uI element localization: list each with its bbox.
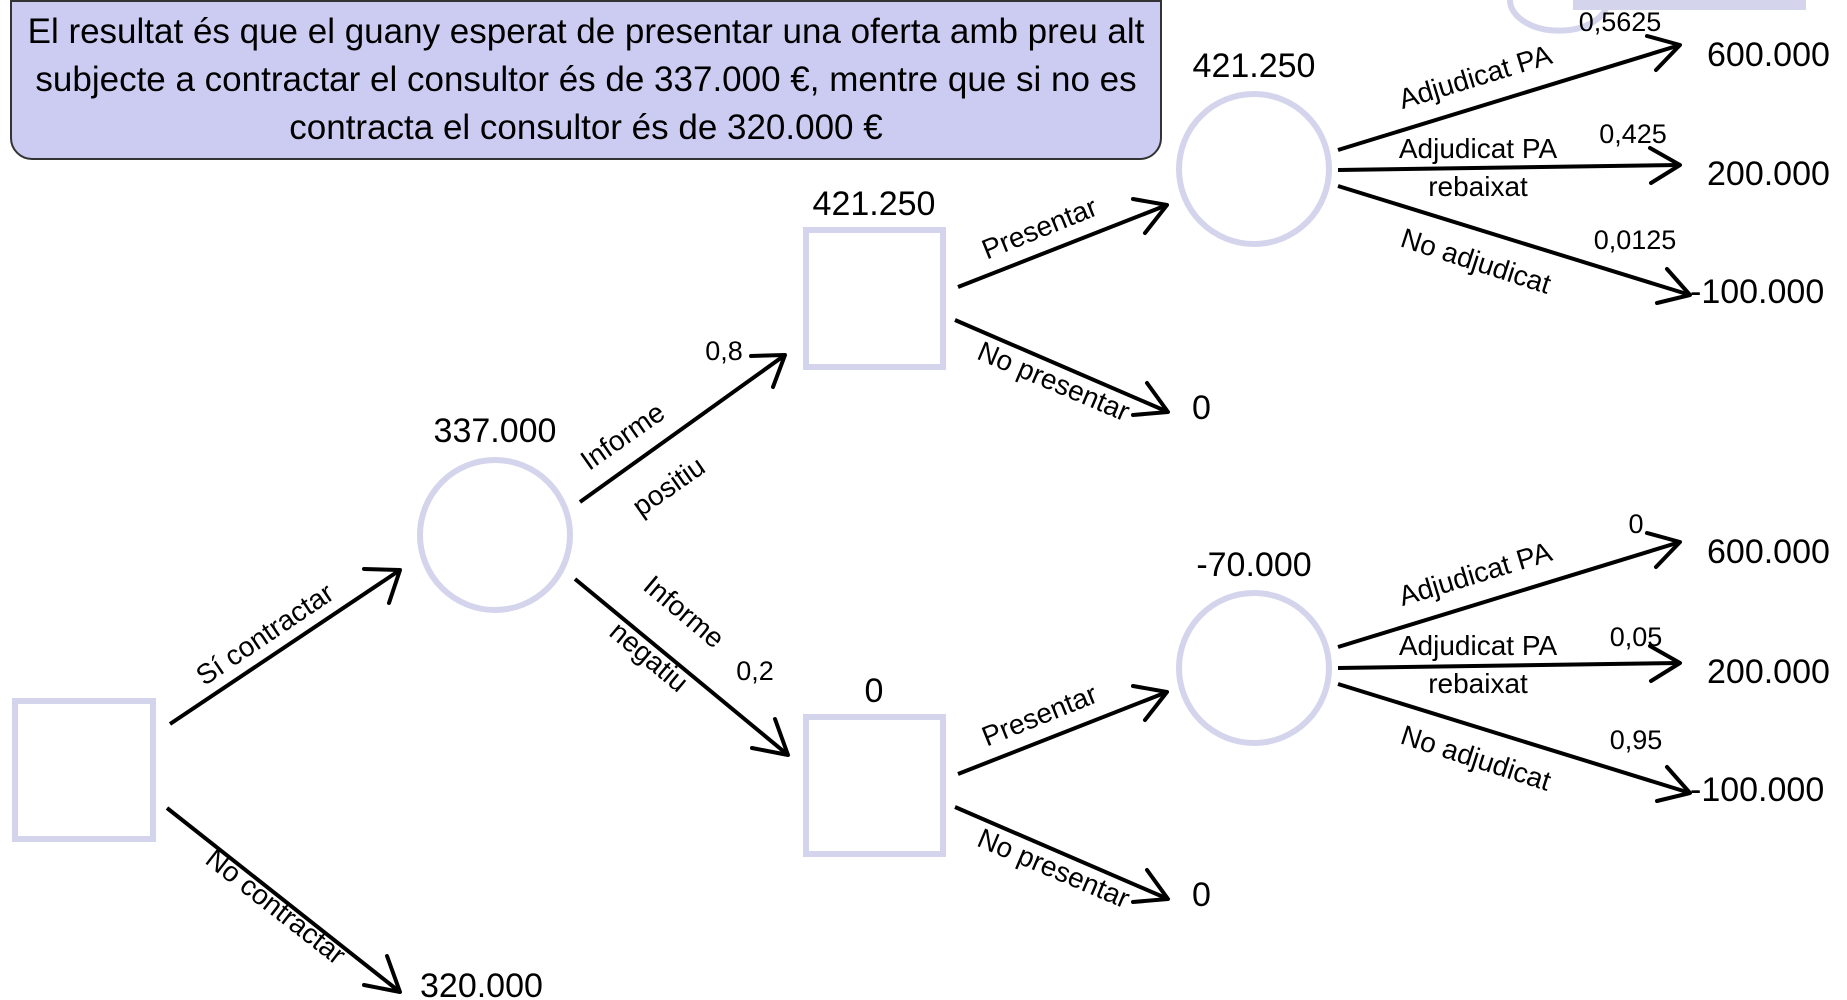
label-no-presentar-positiu: No presentar [973,335,1134,427]
value-decision-negatiu: 0 [865,672,884,710]
payoff-no-presentar-positiu: 0 [1192,389,1211,427]
result-callout-text: El resultat és que el guany esperat de p… [27,12,1145,147]
edge-no-contractar [165,806,402,994]
edge-presentar-negatiu [957,684,1169,776]
edge-pos-no-adjudicat [1337,184,1692,305]
value-chance-positiu: 421.250 [1193,47,1316,85]
label-no-contractar: No contractar [200,843,352,971]
prob-neg-no-adjudicat: 0,95 [1610,725,1663,755]
prob-pos-rebaixat: 0,425 [1599,119,1667,149]
prob-informe-negatiu: 0,2 [736,656,774,686]
edge-no-presentar-positiu [954,318,1170,417]
value-chance-negatiu: -70.000 [1196,546,1311,584]
label-neg-rebaixat-2: rebaixat [1428,668,1528,699]
edge-presentar-positiu [957,197,1169,289]
decision-node-root [12,698,156,842]
value-decision-positiu: 421.250 [813,185,936,223]
prob-informe-positiu: 0,8 [705,336,743,366]
decision-node-negatiu [803,714,946,857]
payoff-no-contractar: 320.000 [420,967,543,1000]
payoff-pos-no-adjudicat: -100.000 [1690,273,1824,311]
label-neg-no-adjudicat: No adjudicat [1397,719,1555,797]
payoff-neg-no-adjudicat: -100.000 [1690,771,1824,809]
payoff-pos-adjudicat: 600.000 [1707,36,1830,74]
edge-informe-negatiu [573,577,790,757]
label-pos-rebaixat-2: rebaixat [1428,171,1528,202]
decision-node-positiu [803,227,946,370]
edge-neg-adjudicat [1337,531,1682,649]
payoff-neg-adjudicat: 600.000 [1707,533,1830,571]
edge-no-presentar-negatiu [954,805,1170,904]
edge-si-contractar [168,567,402,726]
prob-neg-adjudicat: 0 [1628,509,1643,539]
chance-node-positiu [1176,91,1332,247]
edge-neg-no-adjudicat [1337,682,1692,803]
chance-node-negatiu [1176,590,1332,746]
edge-neg-rebaixat [1337,644,1682,683]
edge-pos-adjudicat [1337,34,1682,152]
label-informe-positiu-1: Informe [575,396,671,476]
prob-pos-adjudicat: 0,5625 [1579,7,1662,37]
label-pos-no-adjudicat: No adjudicat [1397,222,1555,300]
payoff-neg-rebaixat: 200.000 [1707,653,1830,691]
edge-informe-positiu [578,353,787,504]
result-callout: El resultat és que el guany esperat de p… [10,0,1162,160]
label-no-presentar-negatiu: No presentar [973,822,1134,914]
chance-node-consultor [417,457,573,613]
edge-pos-rebaixat [1337,146,1682,185]
payoff-pos-rebaixat: 200.000 [1707,155,1830,193]
cropped-box-top [1573,0,1806,10]
value-chance-consultor: 337.000 [434,412,557,450]
label-si-contractar: Sí contractar [190,577,339,691]
label-neg-adjudicat: Adjudicat PA [1395,536,1556,612]
label-pos-adjudicat: Adjudicat PA [1395,39,1556,115]
payoff-no-presentar-negatiu: 0 [1192,876,1211,914]
prob-pos-no-adjudicat: 0,0125 [1594,225,1677,255]
label-pos-rebaixat-1: Adjudicat PA [1399,133,1558,164]
label-neg-rebaixat-1: Adjudicat PA [1399,630,1558,661]
prob-neg-rebaixat: 0,05 [1610,622,1663,652]
